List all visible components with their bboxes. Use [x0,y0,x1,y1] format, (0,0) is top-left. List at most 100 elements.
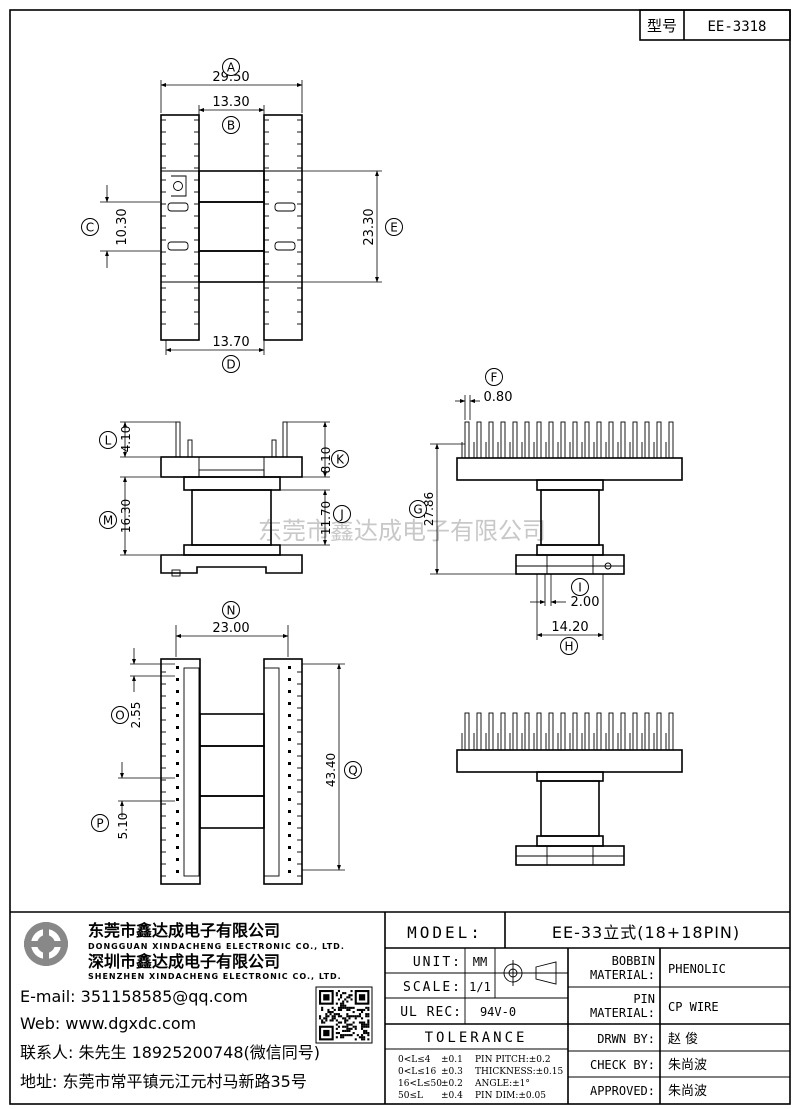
pin-hole [288,858,291,861]
top-view-dimensions: 29.50 13.30 10.30 23.30 13.70 [100,70,382,355]
pin [500,712,506,751]
pin-hole [176,750,179,753]
company-web: Web: www.dgxdc.com [20,1014,196,1033]
tolerance-value: ±0.2 [441,1079,463,1089]
pin [488,712,494,751]
check-by-value: 朱尚波 [668,1058,707,1073]
company-name-en-2: SHENZHEN XINDACHENG ELECTRONIC CO., LTD. [88,972,342,981]
unit-label: UNIT: [413,955,462,970]
tolerance-value: ±0.4 [441,1091,463,1101]
company-contact: 联系人: 朱先生 18925200748(微信同号) [20,1043,320,1062]
header-model-box: 型号 EE-3318 [639,9,791,41]
pin-hole [176,762,179,765]
dim-letter-circle [222,601,240,619]
dim-b-value: 13.30 [212,95,249,110]
dim-letter-circle [91,814,109,832]
dim-letter-circle [409,500,427,518]
pin [560,712,566,751]
dim-letter-circle [331,450,349,468]
pin-hole [176,690,179,693]
dim-letter-circle [222,116,240,134]
bobbin-material-label-1: BOBBIN [612,954,655,968]
drawing-frame [9,9,791,1105]
dim-letter: M [103,514,113,528]
scale-value: 1/1 [469,980,491,994]
dim-letter: H [564,640,573,654]
pin-hole [176,726,179,729]
scale-label: SCALE: [403,980,462,995]
pin [500,421,506,459]
pin [476,712,482,751]
pin [656,712,662,751]
model-label: MODEL: [407,923,483,942]
tolerance-value: ±0.3 [441,1067,463,1077]
pin [608,421,614,459]
pin [632,421,638,459]
pin [536,712,542,751]
pin-hole [288,786,291,789]
pin-hole [288,774,291,777]
pin-hole [176,810,179,813]
dim-letter: N [227,604,236,618]
pin-hole [288,678,291,681]
side-view [160,421,303,577]
pin-hole [288,798,291,801]
dim-letter: Q [348,764,357,778]
dim-letter-circle [99,431,117,449]
dim-c-value: 10.30 [115,208,130,245]
pin-hole [176,702,179,705]
pin [644,712,650,751]
pin-hole [288,870,291,873]
pin [632,712,638,751]
watermark: 东莞市鑫达成电子有限公司 [258,517,546,545]
pin-hole [176,834,179,837]
dim-letter-circle [385,218,403,236]
company-name-cn-2: 深圳市鑫达成电子有限公司 [88,952,280,971]
dim-f-value: 0.80 [484,390,513,405]
tolerance-range: 16<L≤50 [398,1079,442,1089]
dim-letter-circle [222,355,240,373]
approved-label: APPROVED: [590,1084,655,1098]
pin-hole [288,726,291,729]
drawn-by-label: DRWN BY: [597,1032,655,1046]
pin [572,712,578,751]
company-name-en-1: DONGGUAN XINDACHENG ELECTRONIC CO., LTD. [88,942,345,951]
company-logo [24,922,68,966]
approved-value: 朱尚波 [668,1084,707,1099]
dim-letter: O [115,709,124,723]
pin [620,712,626,751]
header-model-code: EE-3318 [707,19,766,35]
tolerance-range: 50≤L [398,1091,423,1101]
pin-hole [176,774,179,777]
pin-hole [288,762,291,765]
bobbin-material-label-2: MATERIAL: [590,968,655,982]
pin-hole [288,702,291,705]
pin-hole [288,810,291,813]
pin [512,712,518,751]
pin-hole [176,738,179,741]
pin-hole [288,738,291,741]
pin-hole [176,846,179,849]
pin-hole [176,714,179,717]
pin-hole [288,666,291,669]
dim-letter: G [413,503,422,517]
pin [512,421,518,459]
pin [548,421,554,459]
rear-view [456,712,683,866]
dim-letter: C [86,221,94,235]
dim-letter-circle [344,761,362,779]
side-view-dimensions: 4.10 16.30 8.10 11.70 [119,421,333,556]
pin1-marker-icon [173,181,183,191]
top-view [160,114,303,341]
dim-d-value: 13.70 [212,335,249,350]
dim-letter-circle [111,706,129,724]
dim-n-value: 23.00 [212,621,249,636]
bottom-view [160,658,303,885]
company-address: 地址: 东莞市常平镇元江元村马新路35号 [20,1072,307,1091]
dim-letter: L [105,434,112,448]
bottom-view-dimensions: 23.00 2.55 5.10 43.40 [116,621,345,871]
pin [644,421,650,459]
tolerance-spec: PIN PITCH:±0.2 [475,1055,551,1065]
